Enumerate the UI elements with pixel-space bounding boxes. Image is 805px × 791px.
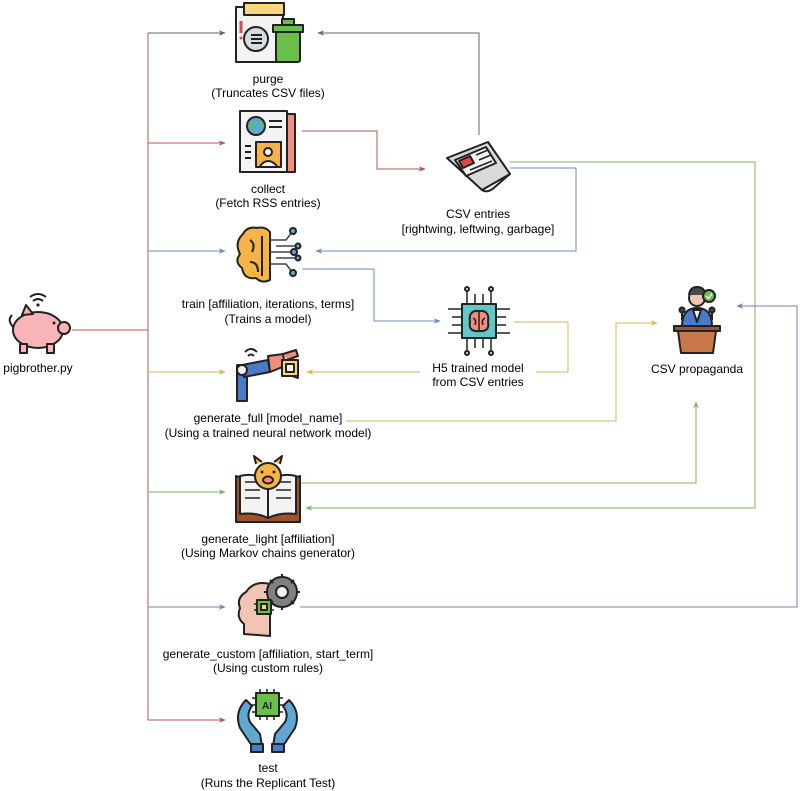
svg-text:AI: AI [262, 701, 272, 712]
propaganda-label: CSV propaganda [651, 362, 743, 376]
purge-name: purge [253, 72, 284, 86]
head-gear-icon [237, 574, 300, 637]
collect-desc: (Fetch RSS entries) [215, 196, 320, 210]
generate-custom-desc: (Using custom rules) [213, 661, 323, 675]
brain-chip-icon [448, 286, 510, 356]
edge-generate-custom-to-propaganda [300, 303, 798, 608]
generate-light-name: generate_light [affiliation] [201, 532, 334, 546]
train-desc: (Trains a model) [225, 312, 312, 326]
speaker-podium-icon [673, 286, 721, 354]
neural-brain-icon [236, 226, 302, 283]
newspaper-icon [239, 110, 296, 173]
edge-csv-to-generate-light [305, 161, 756, 511]
robot-arm-icon [236, 348, 299, 402]
test-name: test [258, 761, 278, 775]
purge-desc: (Truncates CSV files) [211, 86, 325, 100]
edge-collect-to-csv [302, 130, 426, 172]
h5-label-bg [420, 360, 536, 388]
ai-chip-hands-icon: AI [237, 689, 298, 753]
root-label: pigbrother.py [3, 361, 72, 375]
h5-model-label: H5 trained model [432, 361, 523, 375]
edge-csv-to-purge [317, 30, 480, 135]
train-name: train [affiliation, iterations, terms] [182, 297, 355, 311]
generate-full-desc: (Using a trained neural network model) [165, 426, 372, 440]
edge-csv-to-train [315, 167, 577, 254]
open-book-pig-icon [235, 455, 301, 523]
piggy-bank-icon [8, 293, 71, 354]
edge-train-to-h5 [302, 268, 441, 324]
document-trash-icon [235, 2, 304, 63]
test-desc: (Runs the Replicant Test) [201, 776, 336, 790]
edge-generate-light-to-propaganda [298, 401, 699, 484]
csv-entries-label: CSV entries [446, 207, 510, 221]
rolled-newspaper-icon [446, 141, 511, 193]
h5-model-source: from CSV entries [432, 375, 523, 389]
csv-entries-classes: [rightwing, leftwing, garbage] [402, 222, 555, 236]
edge-generate-full-to-propaganda [346, 320, 658, 422]
generate-full-name: generate_full [model_name] [194, 411, 343, 425]
generate-custom-name: generate_custom [affiliation, start_term… [163, 647, 374, 661]
collect-name: collect [251, 182, 286, 196]
generate-light-desc: (Using Markov chains generator) [181, 546, 355, 560]
